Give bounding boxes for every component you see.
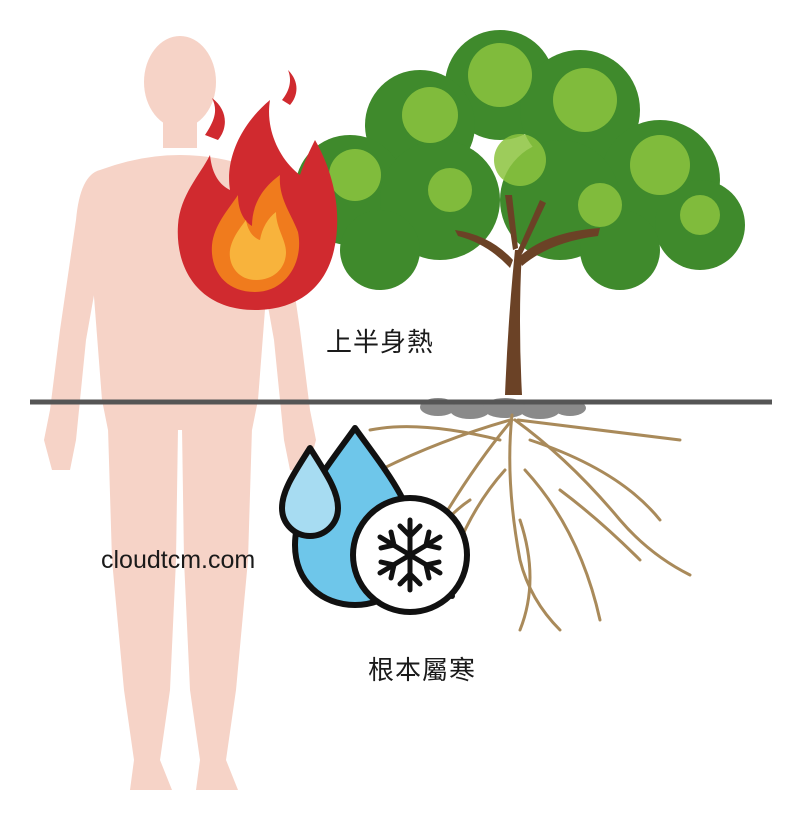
upper-body-heat-label: 上半身熱 <box>326 328 435 358</box>
fire-icon <box>177 70 338 310</box>
website-label: cloudtcm.com <box>101 546 256 574</box>
snowflake-icon <box>350 495 470 615</box>
tree-icon <box>295 30 745 419</box>
root-cold-label: 根本屬寒 <box>368 656 477 686</box>
